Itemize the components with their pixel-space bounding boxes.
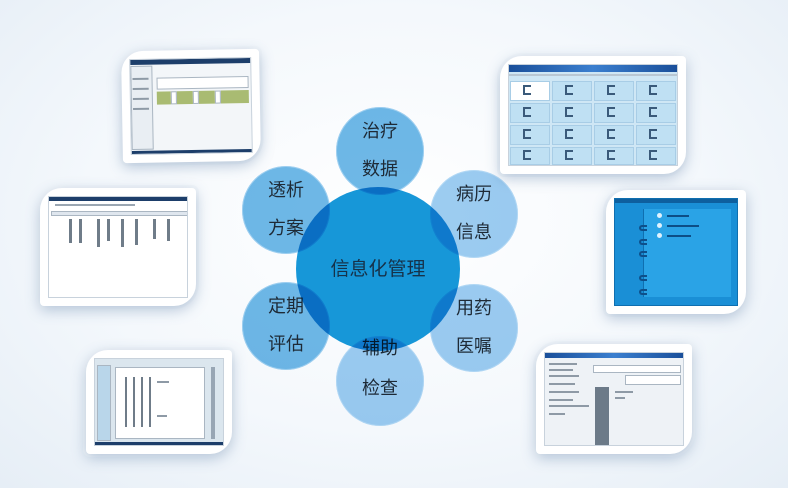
spoke-label-line2: 方案 [268, 218, 304, 239]
screenshot-card-mid-left [40, 188, 196, 306]
screenshot-card-mid-right [606, 190, 746, 314]
spoke-periodic-evaluation: 定期 评估 [242, 282, 330, 370]
spoke-label-line1: 用药 [456, 298, 492, 319]
spoke-label-line2: 信息 [456, 222, 492, 243]
spoke-label-line1: 治疗 [362, 121, 398, 142]
spoke-label-line2: 检查 [362, 378, 398, 399]
screenshot-card-bottom-left [86, 350, 232, 454]
screenshot-card-top-right [500, 56, 686, 174]
screenshot-card-top-left [121, 48, 261, 164]
spoke-label-line2: 评估 [268, 334, 304, 355]
screenshot-card-bottom-right [536, 344, 692, 454]
screenshot-notebook-menu [614, 198, 738, 306]
screenshot-form-sidebar [544, 352, 684, 446]
spoke-label-line1: 病历 [456, 184, 492, 205]
spoke-auxiliary-exam: 辅助 检查 [336, 336, 424, 426]
spoke-medication-orders: 用药 医嘱 [430, 284, 518, 372]
screenshot-nested-window [94, 358, 224, 446]
spoke-label-line2: 数据 [362, 159, 398, 180]
spoke-medical-record: 病历 信息 [430, 170, 518, 258]
spoke-label-line1: 定期 [268, 296, 304, 317]
screenshot-data-table [48, 196, 188, 298]
spoke-treatment-data: 治疗 数据 [336, 107, 424, 195]
spoke-label-line2: 医嘱 [456, 336, 492, 357]
screenshot-schedule-grid [129, 56, 253, 156]
spoke-label-line1: 辅助 [362, 338, 398, 359]
hub-label: 信息化管理 [330, 257, 426, 280]
spoke-label-line1: 透析 [268, 180, 304, 201]
screenshot-patient-tiles [508, 64, 678, 166]
spoke-dialysis-plan: 透析 方案 [242, 166, 330, 254]
